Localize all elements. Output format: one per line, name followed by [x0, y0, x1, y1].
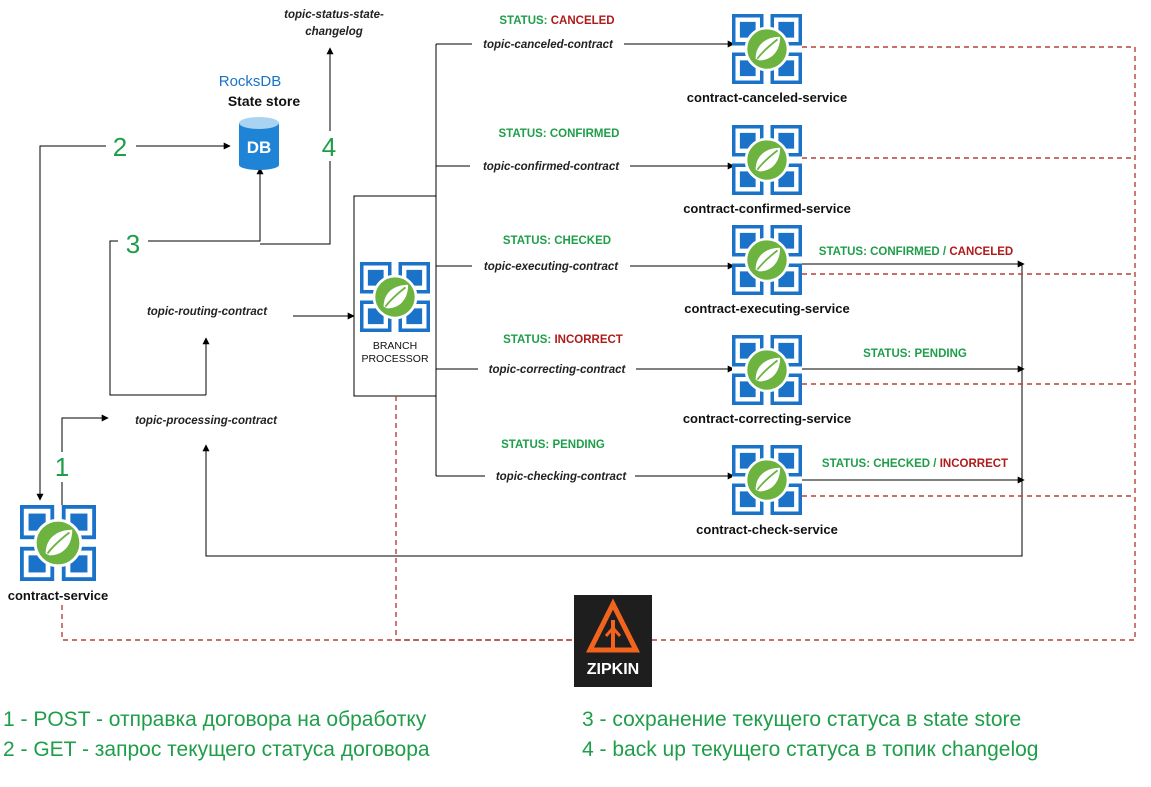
contract-canceled-service-label: contract-canceled-service: [687, 90, 847, 105]
db-icon-text: DB: [247, 138, 272, 157]
status-labels: STATUS: CANCELED STATUS: CONFIRMED STATU…: [499, 15, 623, 451]
rocksdb-name: RocksDB: [219, 73, 282, 90]
contract-executing-service: contract-executing-service: [684, 225, 850, 316]
step-4: 4: [322, 132, 336, 162]
spring-icon: [360, 262, 430, 332]
zipkin-label: ZIPKIN: [587, 661, 639, 678]
step-2: 2: [113, 132, 127, 162]
topic-confirmed-contract: topic-confirmed-contract: [483, 161, 620, 173]
status-confirmed-canceled: STATUS: CONFIRMED / CANCELED: [819, 246, 1013, 258]
contract-service-label: contract-service: [8, 588, 108, 603]
branch-topics: topic-canceled-contract topic-confirmed-…: [470, 36, 636, 483]
contract-confirmed-service-label: contract-confirmed-service: [683, 201, 851, 216]
topic-routing-contract: topic-routing-contract: [147, 306, 268, 318]
status-checked-incorrect: STATUS: CHECKED / INCORRECT: [822, 458, 1008, 470]
contract-executing-service-label: contract-executing-service: [684, 301, 849, 316]
contract-confirmed-service: contract-confirmed-service: [683, 125, 851, 216]
status-incorrect: STATUS: INCORRECT: [503, 334, 623, 346]
contract-service: contract-service: [8, 505, 108, 603]
database-icon: DB: [239, 117, 279, 170]
branch-processor: BRANCH PROCESSOR: [360, 262, 430, 365]
branch-processor-line2: PROCESSOR: [361, 353, 429, 365]
contract-check-service-label: contract-check-service: [696, 522, 838, 537]
contract-canceled-service: contract-canceled-service: [687, 14, 847, 105]
zipkin-traces: [61, 46, 1136, 641]
status-canceled: STATUS: CANCELED: [499, 15, 614, 27]
left-topics: topic-status-state- changelog topic-rout…: [135, 9, 384, 427]
topic-canceled-contract: topic-canceled-contract: [483, 39, 614, 51]
status-pending: STATUS: PENDING: [501, 439, 605, 451]
zipkin-logo: ZIPKIN: [574, 595, 652, 687]
legend-item-2: 2 - GET - запрос текущего статуса догово…: [3, 738, 430, 761]
status-confirmed: STATUS: CONFIRMED: [499, 128, 620, 140]
step-3: 3: [126, 229, 140, 259]
status-checked: STATUS: CHECKED: [503, 235, 611, 247]
state-store-label: State store: [228, 93, 301, 109]
output-status-labels: STATUS: CONFIRMED / CANCELED STATUS: PEN…: [819, 246, 1013, 470]
contract-correcting-service-label: contract-correcting-service: [683, 411, 851, 426]
topic-checking-contract: topic-checking-contract: [496, 471, 628, 483]
legend-item-3: 3 - сохранение текущего статуса в state …: [582, 708, 1021, 731]
topic-changelog: topic-status-state-: [284, 9, 384, 21]
topic-executing-contract: topic-executing-contract: [484, 261, 619, 273]
contract-check-service: contract-check-service: [696, 445, 838, 537]
step-1: 1: [55, 452, 69, 482]
topic-correcting-contract: topic-correcting-contract: [489, 364, 627, 376]
legend: 1 - POST - отправка договора на обработк…: [3, 708, 1038, 761]
rocksdb-state-store: RocksDB State store DB: [219, 73, 301, 170]
topic-processing-contract: topic-processing-contract: [135, 415, 278, 427]
legend-item-4: 4 - back up текущего статуса в топик cha…: [582, 738, 1038, 761]
legend-item-1: 1 - POST - отправка договора на обработк…: [3, 708, 427, 731]
status-pending-out: STATUS: PENDING: [863, 348, 967, 360]
zipkin-icon: [585, 598, 641, 653]
branch-processor-line1: BRANCH: [373, 340, 417, 352]
contract-correcting-service: contract-correcting-service: [683, 335, 851, 426]
topic-changelog-line2: changelog: [305, 26, 363, 38]
services: contract-canceled-service contract-confi…: [683, 14, 851, 537]
step-numbers: 2 4 3 1: [48, 131, 345, 482]
